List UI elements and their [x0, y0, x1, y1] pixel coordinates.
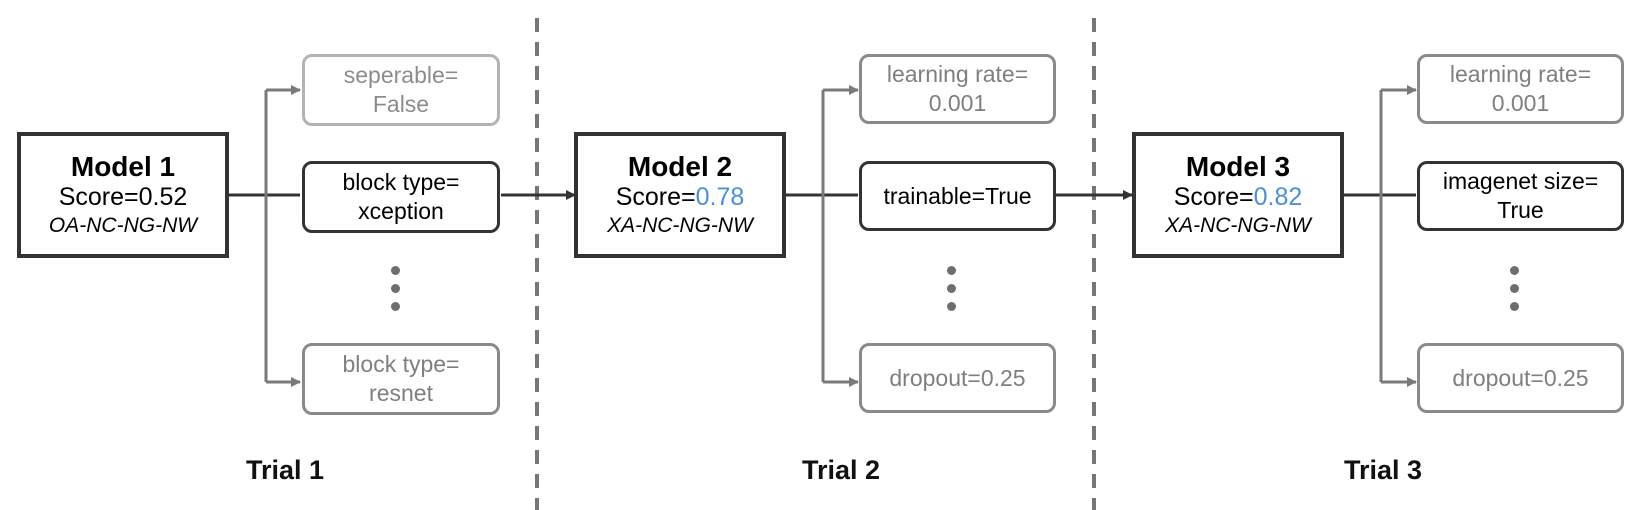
model-code: XA-NC-NG-NW	[607, 214, 753, 237]
model-score-line: Score=0.78	[616, 182, 745, 212]
option-box-selected-3: imagenet size= True	[1417, 161, 1624, 231]
model-box-2: Model 2 Score=0.78 XA-NC-NG-NW	[574, 132, 786, 258]
score-label: Score=	[58, 183, 139, 211]
option-box-bottom-2: dropout=0.25	[859, 343, 1056, 413]
score-value: 0.82	[1253, 183, 1303, 211]
model-score-line: Score=0.82	[1174, 182, 1303, 212]
model-code: XA-NC-NG-NW	[1165, 214, 1311, 237]
trial-label-2: Trial 2	[801, 455, 881, 485]
model-title: Model 3	[1185, 151, 1291, 182]
option-box-selected-1: block type= xception	[302, 161, 500, 233]
score-value: 0.78	[695, 183, 745, 211]
more-options-dots-2	[947, 266, 959, 320]
option-box-selected-2: trainable=True	[859, 161, 1056, 231]
model-title: Model 2	[627, 151, 733, 182]
model-score-line: Score=0.52	[59, 182, 188, 212]
model-box-3: Model 3 Score=0.82 XA-NC-NG-NW	[1132, 132, 1344, 258]
trial-label-3: Trial 3	[1343, 455, 1423, 485]
more-options-dots-1	[391, 266, 403, 320]
option-box-top-3: learning rate= 0.001	[1417, 54, 1624, 124]
trial-label-1: Trial 1	[245, 455, 325, 485]
score-value: 0.52	[138, 183, 188, 211]
model-code: OA-NC-NG-NW	[48, 214, 198, 237]
option-box-top-1: seperable= False	[302, 54, 500, 126]
option-box-bottom-1: block type= resnet	[302, 343, 500, 415]
score-label: Score=	[615, 183, 696, 211]
option-box-bottom-3: dropout=0.25	[1417, 343, 1624, 413]
score-label: Score=	[1173, 183, 1254, 211]
model-box-1: Model 1 Score=0.52 OA-NC-NG-NW	[17, 132, 229, 258]
more-options-dots-3	[1510, 266, 1522, 320]
model-title: Model 1	[70, 151, 176, 182]
option-box-top-2: learning rate= 0.001	[859, 54, 1056, 124]
